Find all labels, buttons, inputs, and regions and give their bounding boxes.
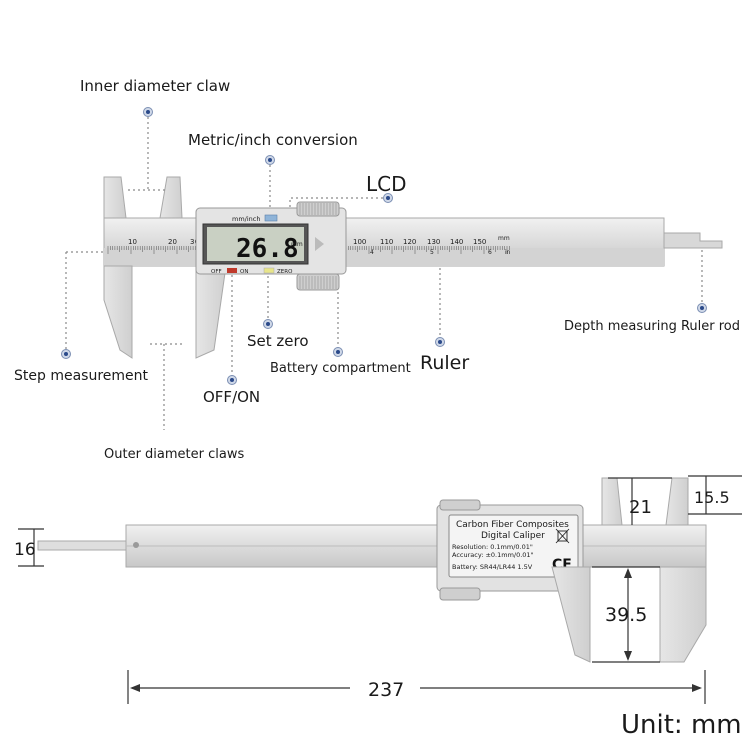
dim-total-length: 237 [368, 679, 404, 701]
label-step-measurement: Step measurement [14, 368, 149, 384]
scale-in-4: 4 [370, 249, 374, 256]
scale-num-130: 130 [427, 238, 440, 246]
mm-inch-button-label: mm/inch [232, 215, 260, 223]
leader-dots [61, 107, 707, 385]
scale-num-120: 120 [403, 238, 416, 246]
bottom-depth-rod [37, 540, 129, 551]
unit-note: Unit: mm [621, 710, 742, 740]
zero-button[interactable] [263, 267, 275, 274]
arrow-icon [315, 237, 324, 251]
spec-resolution: Resolution: 0.1mm/0.01" [452, 543, 533, 551]
on-button[interactable] [227, 268, 237, 273]
leader-lines [65, 112, 703, 430]
dim-outer-jaw: 39.5 [605, 604, 647, 626]
spec-line2: Digital Caliper [481, 531, 545, 541]
label-inner-diameter-claw: Inner diameter claw [80, 77, 230, 95]
scale-unit-in: in [505, 249, 511, 256]
label-battery-compartment: Battery compartment [270, 361, 411, 376]
scale-num-30: 30 [190, 238, 199, 246]
scale-unit-mm: mm [498, 235, 510, 242]
scale-num-10: 10 [128, 238, 137, 246]
scale-num-100: 100 [353, 238, 366, 246]
lcd-screen [207, 227, 304, 261]
outer-jaw-fixed [103, 265, 133, 359]
bottom-inner-claw-moving [601, 477, 623, 526]
top-caliper: 10 20 30 100 110 120 130 140 150 mm 4 5 … [103, 176, 723, 359]
thumbwheel-grip [299, 203, 337, 289]
scale-num-140: 140 [450, 238, 463, 246]
spec-accuracy: Accuracy: ±0.1mm/0.01" [452, 551, 534, 559]
bottom-caliper: Carbon Fiber Composites Digital Caliper … [37, 477, 707, 663]
scale-in-6: 6 [488, 249, 492, 256]
label-ruler: Ruler [420, 352, 469, 374]
on-label: ON [240, 269, 248, 275]
ruler-ticks-left [107, 246, 196, 254]
label-metric-inch-conversion: Metric/inch conversion [188, 131, 358, 149]
lcd-unit: mm [291, 241, 303, 248]
spec-battery: Battery: SR44/LR44 1.5V [452, 563, 533, 571]
inner-claw-moving [159, 176, 183, 219]
zero-label: ZERO [277, 269, 293, 275]
ruler-ticks-right [345, 246, 510, 254]
depth-rod [663, 232, 723, 249]
mm-inch-button[interactable] [264, 214, 278, 222]
bottom-outer-jaw-moving [551, 566, 591, 663]
spec-line1: Carbon Fiber Composites [456, 520, 569, 530]
bottom-outer-jaw-fixed [659, 566, 707, 663]
scale-num-20: 20 [168, 238, 177, 246]
dim-inner-jaw: 21 [629, 497, 652, 518]
scale-num-150: 150 [473, 238, 486, 246]
label-depth-measuring-ruler-rod: Depth measuring Ruler rod [564, 319, 740, 334]
label-set-zero: Set zero [247, 332, 309, 350]
dim-jaw-tip: 15.5 [694, 488, 730, 507]
recycle-bin-icon [555, 528, 570, 544]
label-lcd: LCD [366, 172, 407, 196]
dim-rod-height: 16 [14, 540, 36, 560]
bottom-inner-claw-fixed [665, 477, 689, 526]
label-off-on: OFF/ON [203, 388, 260, 406]
scale-in-5: 5 [430, 249, 434, 256]
scale-num-110: 110 [380, 238, 393, 246]
inner-claw-fixed [103, 176, 127, 219]
outer-jaw-moving [195, 265, 227, 359]
label-outer-diameter-claws: Outer diameter claws [104, 447, 244, 462]
spec-panel [448, 514, 579, 578]
lcd-reading: 26.8 [236, 234, 299, 264]
dimension-lines [18, 475, 742, 704]
off-label: OFF [211, 269, 222, 275]
